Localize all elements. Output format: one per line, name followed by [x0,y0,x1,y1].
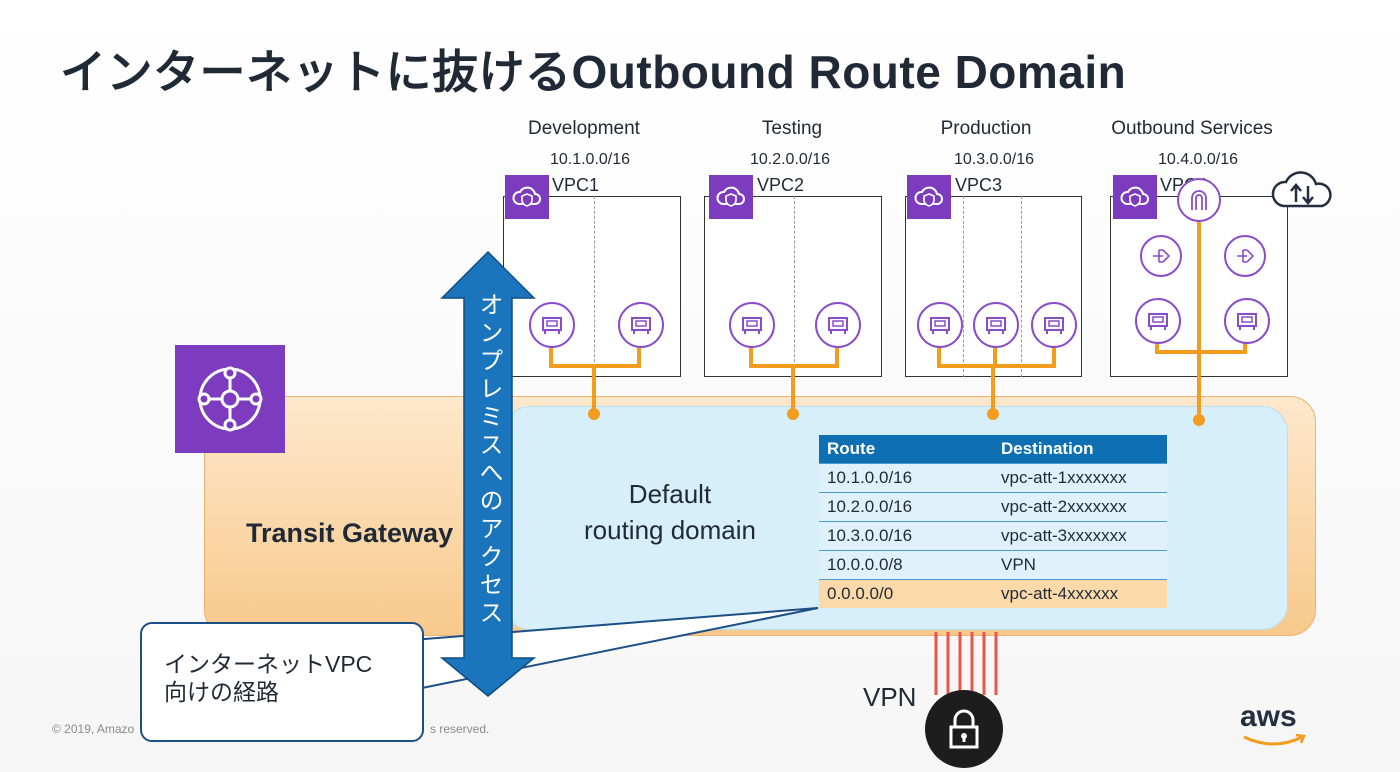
vpc-cidr: 10.2.0.0/16 [749,151,831,168]
eni-icon [1224,298,1270,344]
destination-cell: VPN [993,549,1167,579]
route-table-header: Route Destination [819,435,1167,463]
aws-logo-text: aws [1240,700,1297,733]
copyright-left: © 2019, Amazo [52,722,135,736]
aws-smile-icon [1243,734,1306,746]
subnet-divider [794,196,795,377]
domain-label-line1: Default [628,479,712,509]
vpc-cidr: 10.1.0.0/16 [549,151,631,168]
vpc-label: VPC1 [552,175,600,195]
table-row: 10.0.0.0/8 VPN [819,549,1167,579]
on-premises-access-arrow [440,250,536,697]
table-row: 10.1.0.0/16 vpc-att-1xxxxxxx [819,462,1167,492]
table-row-highlighted: 0.0.0.0/0 vpc-att-4xxxxxx [819,578,1167,608]
eni-icon [729,302,775,348]
eni-icon [1031,302,1077,348]
callout-box [140,622,424,742]
vpc-name-outbound-services: Outbound Services [1111,118,1273,139]
eni-icon [815,302,861,348]
arrow-label: オンプレミスへのアクセス [475,292,502,628]
destination-cell: vpc-att-2xxxxxxx [993,491,1167,521]
vpc1-box [503,196,681,377]
destination-cell: vpc-att-4xxxxxx [993,578,1167,608]
callout-text: インターネットVPC 向けの経路 [164,651,373,705]
route-table: Route Destination 10.1.0.0/16 vpc-att-1x… [819,435,1167,608]
vpc-name-testing: Testing [761,118,823,139]
vpn-label: VPN [863,682,917,712]
subnet-divider [963,196,964,377]
transit-gateway-icon [175,345,285,453]
column-header-route: Route [819,435,993,463]
vpc-icon [1113,175,1157,219]
eni-icon [917,302,963,348]
vpc-cidr: 10.4.0.0/16 [1157,151,1239,168]
subnet-divider [594,196,595,377]
vpc-cidr: 10.3.0.0/16 [953,151,1035,168]
internet-cloud-icon [1268,166,1338,217]
eni-icon [973,302,1019,348]
vpn-lock-icon [925,690,1003,768]
vpc-icon [505,175,549,219]
table-row: 10.3.0.0/16 vpc-att-3xxxxxxx [819,520,1167,550]
aws-logo: aws [1240,700,1306,746]
destination-cell: vpc-att-1xxxxxxx [993,462,1167,492]
domain-label-line2: routing domain [584,515,756,545]
copyright-right: s reserved. [430,722,490,736]
transit-gateway-label: Transit Gateway [246,518,454,548]
route-cell: 0.0.0.0/0 [819,578,993,608]
vpc-icon [709,175,753,219]
route-cell: 10.3.0.0/16 [819,520,993,550]
destination-cell: vpc-att-3xxxxxxx [993,520,1167,550]
route-cell: 10.2.0.0/16 [819,491,993,521]
route-cell: 10.0.0.0/8 [819,549,993,579]
nat-gateway-icon [1224,235,1266,277]
nat-gateway-icon [1140,235,1182,277]
route-cell: 10.1.0.0/16 [819,462,993,492]
vpc2-box [704,196,882,377]
eni-icon [618,302,664,348]
vpc-icon [907,175,951,219]
eni-icon [529,302,575,348]
column-header-destination: Destination [993,435,1167,463]
eni-icon [1135,298,1181,344]
vpc-name-production: Production [940,118,1032,139]
subnet-divider [1021,196,1022,377]
internet-gateway-icon [1177,178,1221,222]
domain-label: Default routing domain [560,476,780,548]
vpc-label: VPC3 [955,175,1003,195]
table-row: 10.2.0.0/16 vpc-att-2xxxxxxx [819,491,1167,521]
page-title: インターネットに抜けるOutbound Route Domain [60,46,1127,98]
vpc-name-development: Development [528,118,640,139]
vpc-label: VPC2 [757,175,805,195]
